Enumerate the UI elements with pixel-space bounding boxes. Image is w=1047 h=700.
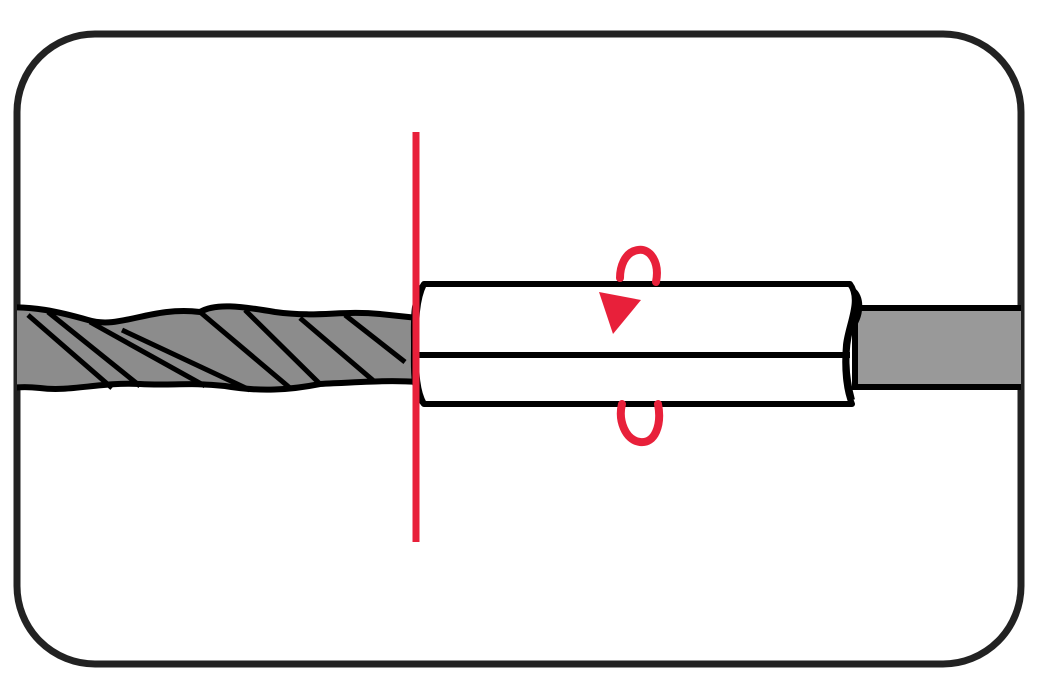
drill-flute-line (88, 319, 207, 389)
rotation-arrow-icon (599, 245, 663, 447)
rotation-arrow-upper-arc (616, 245, 661, 286)
rotation-arrow-head (599, 292, 641, 334)
drill-shank (852, 305, 1021, 390)
drill-bit (17, 303, 421, 393)
drill-flute-line (298, 316, 377, 384)
drill-flute-line (198, 310, 292, 390)
drill-flute-line (243, 308, 322, 386)
rotation-arrow-lower-arc (617, 400, 663, 447)
drill-flute-line (120, 327, 252, 393)
drill-flute-line (46, 310, 142, 388)
stop-collar (410, 281, 858, 407)
drill-flute-line (26, 313, 114, 390)
drill-flute-line (343, 313, 407, 364)
